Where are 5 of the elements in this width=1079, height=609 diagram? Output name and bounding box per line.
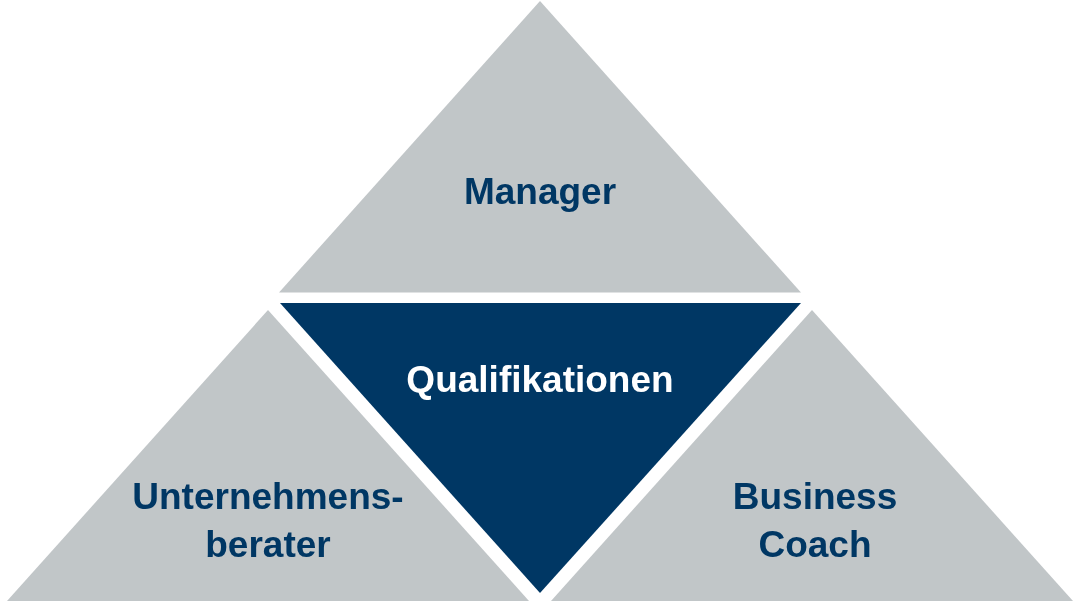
segment-label: Qualifikationen <box>406 358 674 402</box>
segment-label: Manager <box>463 170 617 214</box>
segment-label: Business Coach <box>731 475 899 567</box>
segment-label: Unternehmens- berater <box>131 475 405 567</box>
triangle-segment <box>279 1 801 293</box>
